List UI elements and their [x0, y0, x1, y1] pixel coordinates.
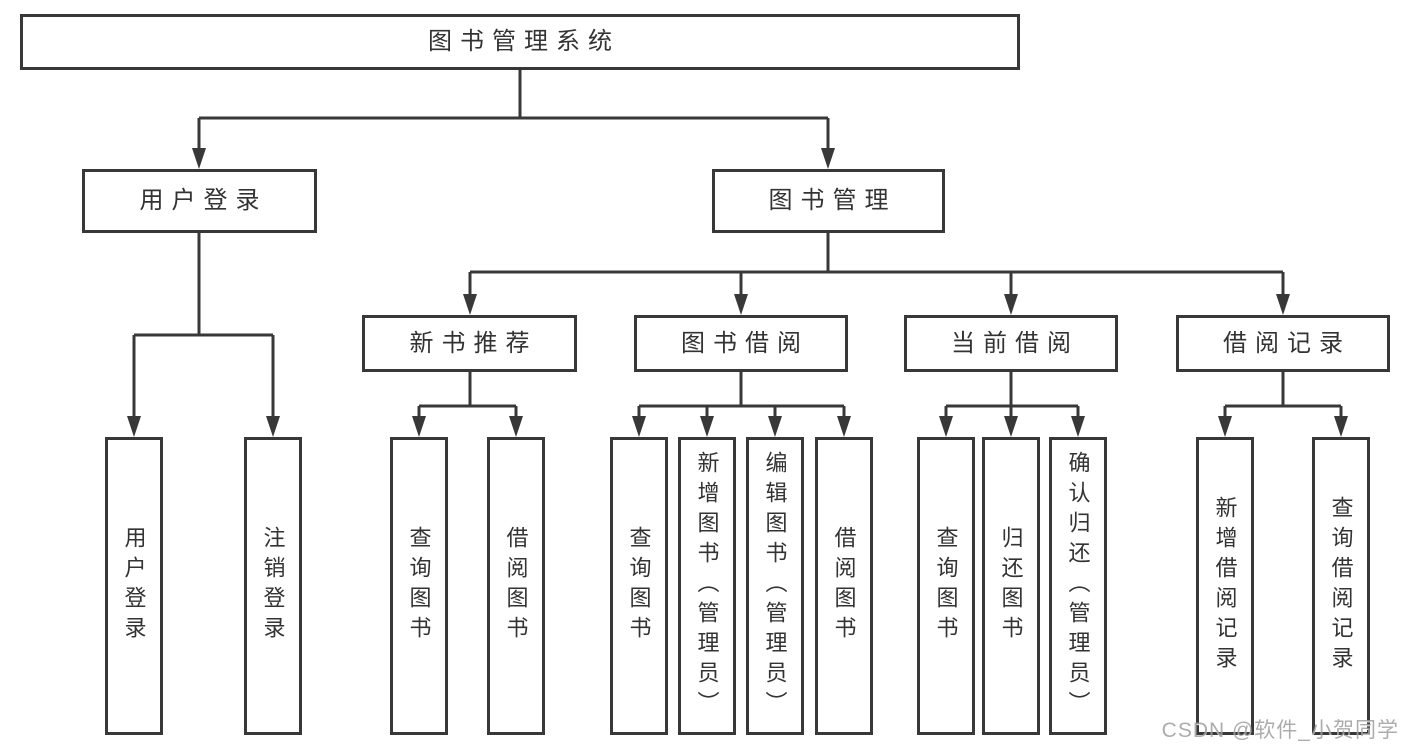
leaf-borrow-book: 借阅图书 [815, 437, 873, 735]
leaf-edit-book-admin-label: 编辑图书（管理员） [762, 451, 788, 721]
node-book-borrow: 图书借阅 [634, 315, 848, 372]
node-borrow-records-label: 借阅记录 [1223, 329, 1351, 357]
leaf-recommend-query-book: 查询图书 [390, 437, 448, 735]
leaf-borrow-query-book-label: 查询图书 [626, 526, 652, 646]
node-root: 图书管理系统 [20, 14, 1020, 70]
leaf-current-query-book: 查询图书 [917, 437, 975, 735]
node-book-management: 图书管理 [712, 169, 945, 233]
node-new-book-recommend-label: 新书推荐 [409, 329, 538, 357]
leaf-user-login: 用户登录 [105, 437, 163, 735]
leaf-query-borrow-record-label: 查询借阅记录 [1328, 496, 1354, 676]
node-book-management-label: 图书管理 [768, 187, 897, 214]
node-current-borrow-label: 当前借阅 [951, 329, 1079, 357]
leaf-query-borrow-record: 查询借阅记录 [1312, 437, 1370, 735]
leaf-current-query-book-label: 查询图书 [933, 526, 959, 646]
leaf-borrow-query-book: 查询图书 [610, 437, 668, 735]
node-user-login: 用户登录 [82, 169, 317, 233]
leaf-add-book-admin-label: 新增图书（管理员） [694, 451, 720, 721]
leaf-confirm-return-admin: 确认归还（管理员） [1049, 437, 1107, 735]
leaf-recommend-borrow-book-label: 借阅图书 [503, 526, 529, 646]
node-borrow-records: 借阅记录 [1176, 315, 1390, 372]
node-root-label: 图书管理系统 [428, 28, 620, 55]
node-new-book-recommend: 新书推荐 [362, 315, 577, 372]
leaf-logout-label: 注销登录 [260, 526, 286, 646]
leaf-confirm-return-admin-label: 确认归还（管理员） [1065, 451, 1091, 721]
leaf-logout: 注销登录 [244, 437, 302, 735]
leaf-recommend-query-book-label: 查询图书 [406, 526, 432, 646]
leaf-return-book-label: 归还图书 [998, 526, 1024, 646]
node-book-borrow-label: 图书借阅 [681, 329, 809, 357]
leaf-recommend-borrow-book: 借阅图书 [487, 437, 545, 735]
leaf-edit-book-admin: 编辑图书（管理员） [746, 437, 804, 735]
node-user-login-label: 用户登录 [139, 187, 268, 214]
leaf-return-book: 归还图书 [982, 437, 1040, 735]
leaf-add-book-admin: 新增图书（管理员） [678, 437, 736, 735]
leaf-add-borrow-record: 新增借阅记录 [1196, 437, 1254, 735]
node-current-borrow: 当前借阅 [904, 315, 1118, 372]
csdn-watermark: CSDN @软件_小贺同学 [1161, 719, 1399, 742]
leaf-borrow-book-label: 借阅图书 [831, 526, 857, 646]
leaf-add-borrow-record-label: 新增借阅记录 [1212, 496, 1238, 676]
leaf-user-login-label: 用户登录 [121, 526, 147, 646]
